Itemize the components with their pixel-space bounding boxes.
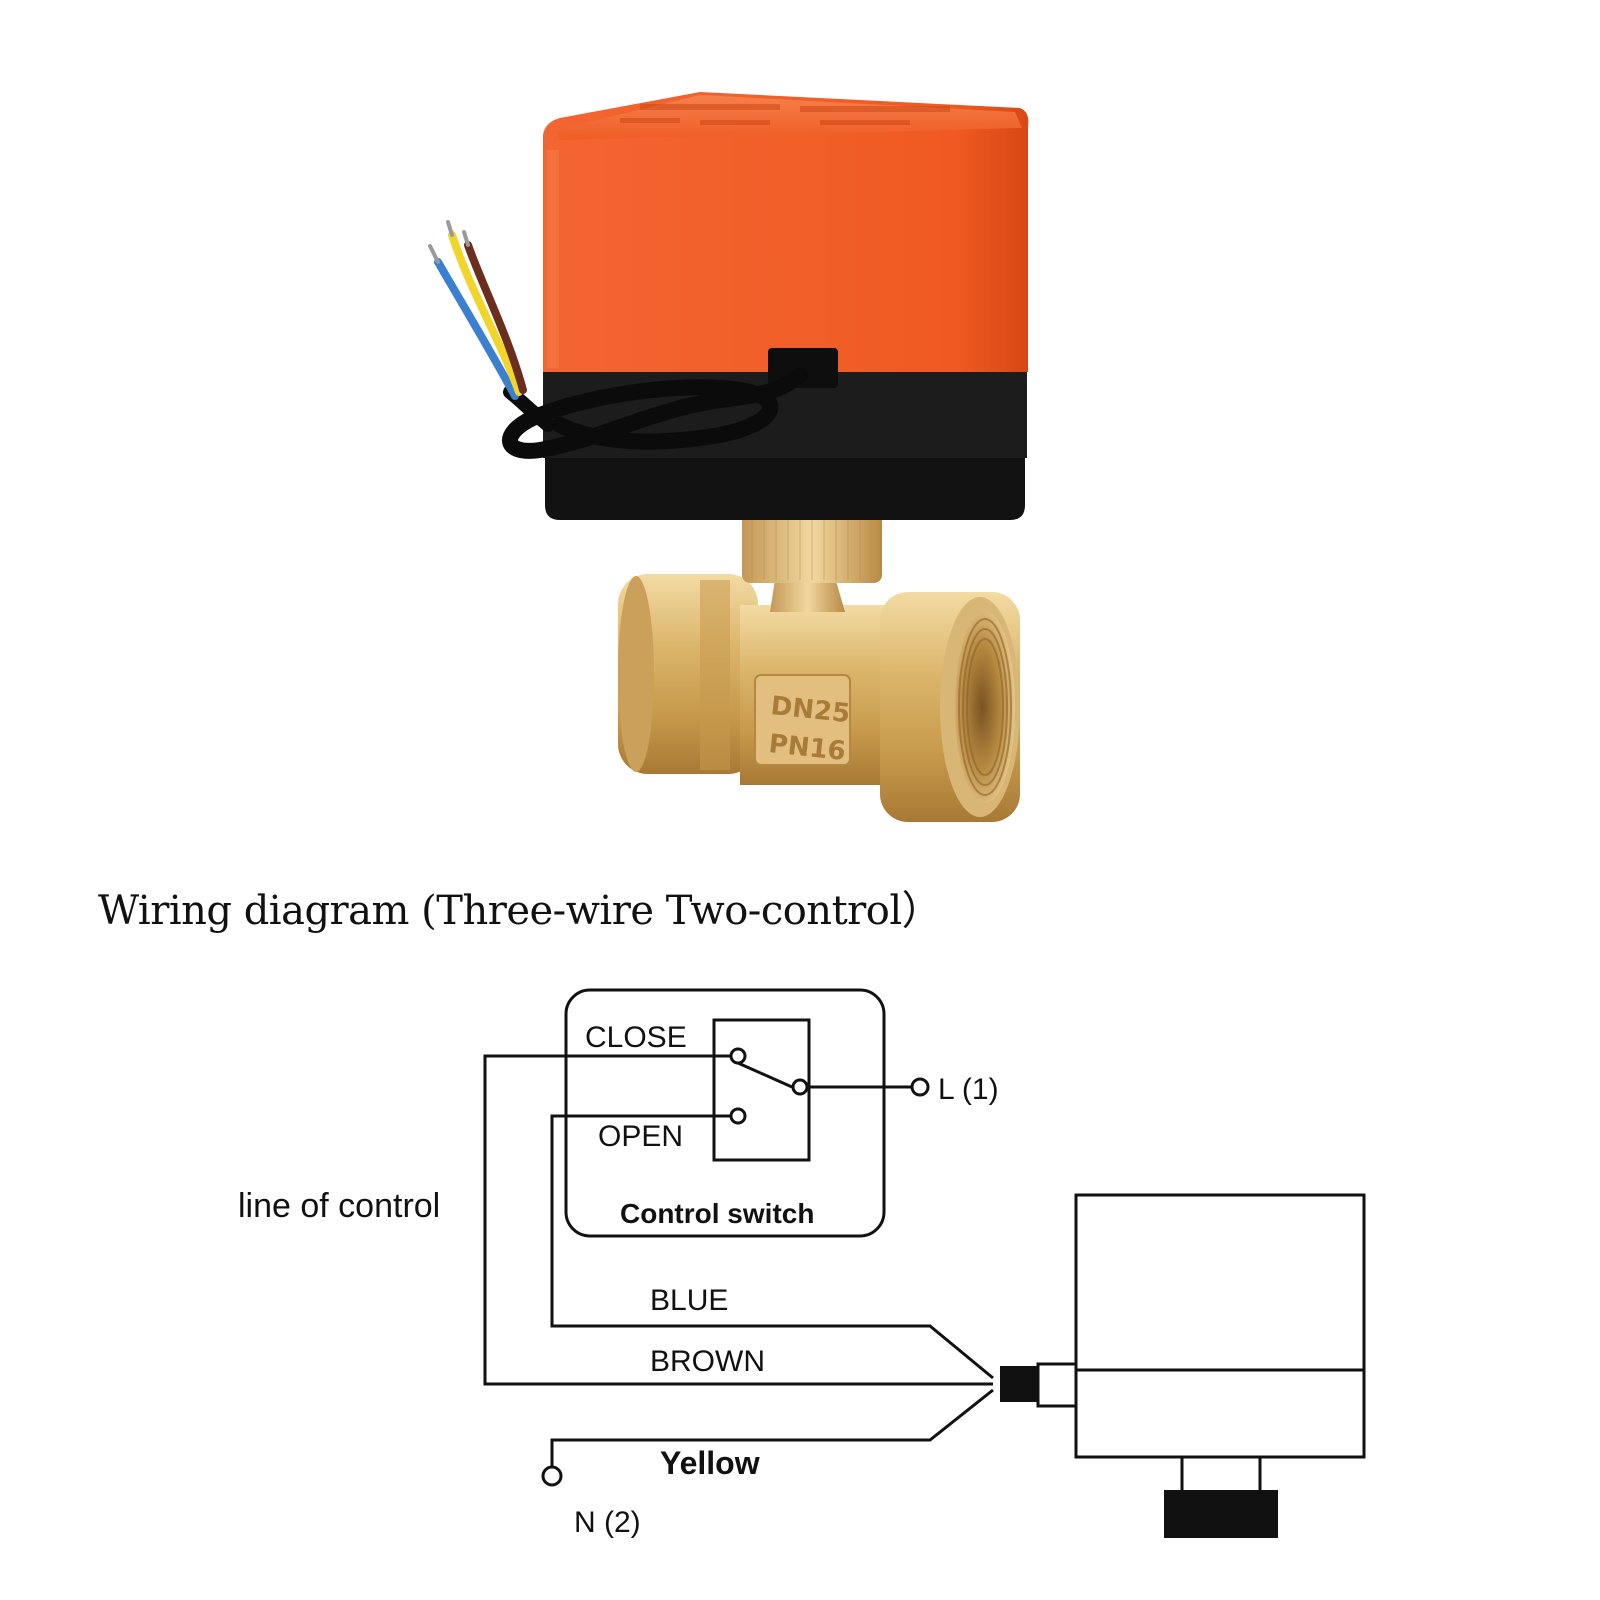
- switch-blade: [737, 1061, 793, 1089]
- wire-brown-label: BROWN: [650, 1345, 765, 1378]
- control-switch-box: [564, 988, 886, 1238]
- switch-contact-box: [712, 1018, 811, 1162]
- control-switch-label: Control switch: [620, 1198, 814, 1229]
- yellow-neutral-line: [550, 1388, 994, 1466]
- open-label: OPEN: [598, 1120, 683, 1153]
- close-label: CLOSE: [585, 1021, 687, 1054]
- actuator-housing: [543, 92, 1029, 520]
- common-terminal: [791, 1078, 809, 1096]
- actuator-symbol: [1074, 1193, 1366, 1459]
- valve-photo: DN25 PN16: [428, 92, 1029, 822]
- connector-block: [1000, 1366, 1038, 1402]
- wire-brown: [464, 241, 527, 394]
- cable-gland-symbol: [1036, 1362, 1078, 1408]
- wire-blue-label: BLUE: [650, 1284, 728, 1317]
- neutral-terminal: [541, 1465, 563, 1487]
- open-terminal: [729, 1107, 747, 1125]
- diagram-title: Wiring diagram (Three-wire Two-control）: [98, 888, 942, 934]
- wire-blue: [434, 258, 519, 400]
- valve-stem: [742, 508, 882, 612]
- valve-stem-symbol: [1164, 1490, 1278, 1538]
- brown-control-line: [483, 1054, 993, 1386]
- wire-yellow: [448, 231, 523, 396]
- brass-valve-body: DN25 PN16: [618, 574, 1020, 822]
- live-terminal: [910, 1077, 930, 1097]
- wire-yellow-label: Yellow: [660, 1445, 760, 1481]
- live-label: L (1): [938, 1073, 999, 1106]
- control-cable: [428, 220, 808, 459]
- neutral-label: N (2): [574, 1506, 641, 1539]
- blue-control-line: [550, 1114, 994, 1380]
- close-terminal: [729, 1047, 747, 1065]
- control-line-label: line of control: [238, 1187, 440, 1225]
